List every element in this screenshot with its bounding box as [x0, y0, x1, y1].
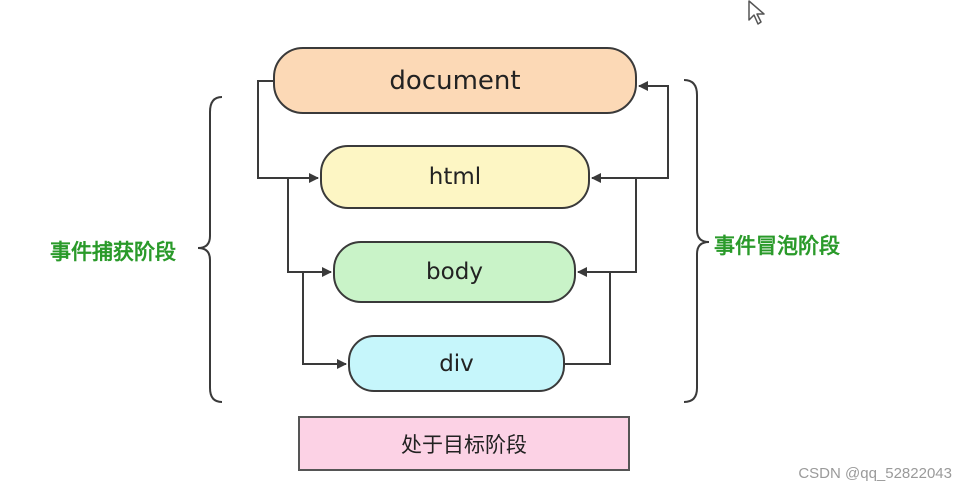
bubble-phase-label: 事件冒泡阶段 — [714, 234, 840, 258]
capture-arrow-body-div — [302, 272, 347, 369]
target-phase-box: 处于目标阶段 — [298, 416, 630, 471]
bubble-arrow-div-body — [565, 267, 611, 365]
capture-phase-label: 事件捕获阶段 — [50, 240, 176, 264]
document-node: document — [273, 47, 637, 114]
mouse-pointer-icon — [746, 0, 768, 30]
watermark: CSDN @qq_52822043 — [798, 465, 952, 482]
bubble-arrow-html-document — [636, 81, 669, 179]
div-node: div — [348, 335, 565, 392]
html-node: html — [320, 145, 590, 209]
capture-arrow-html-body — [287, 178, 332, 277]
bubble-arrow-body-html — [591, 173, 637, 273]
body-node: body — [333, 241, 576, 303]
capture-brace — [197, 96, 223, 403]
bubble-brace — [683, 79, 710, 403]
